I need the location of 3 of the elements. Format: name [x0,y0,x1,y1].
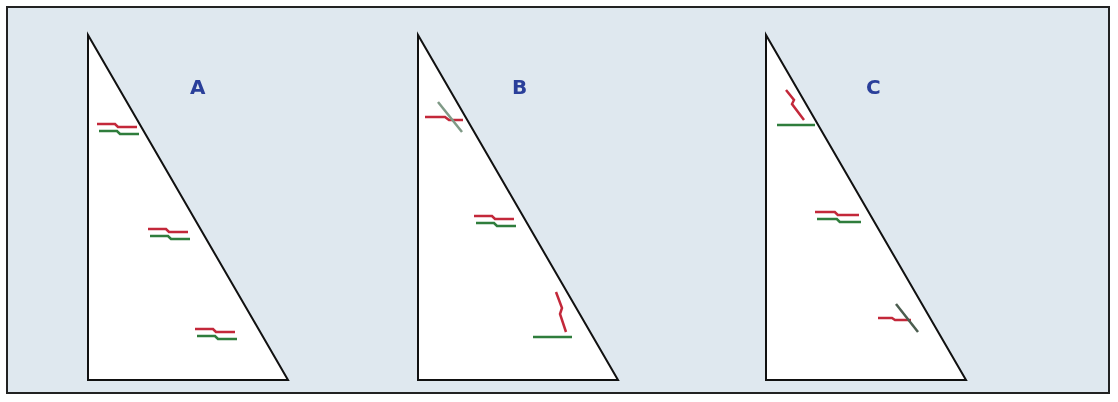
panel-letter: B [512,76,528,98]
panel-letter: C [866,76,881,98]
panel-letter: A [190,76,206,98]
